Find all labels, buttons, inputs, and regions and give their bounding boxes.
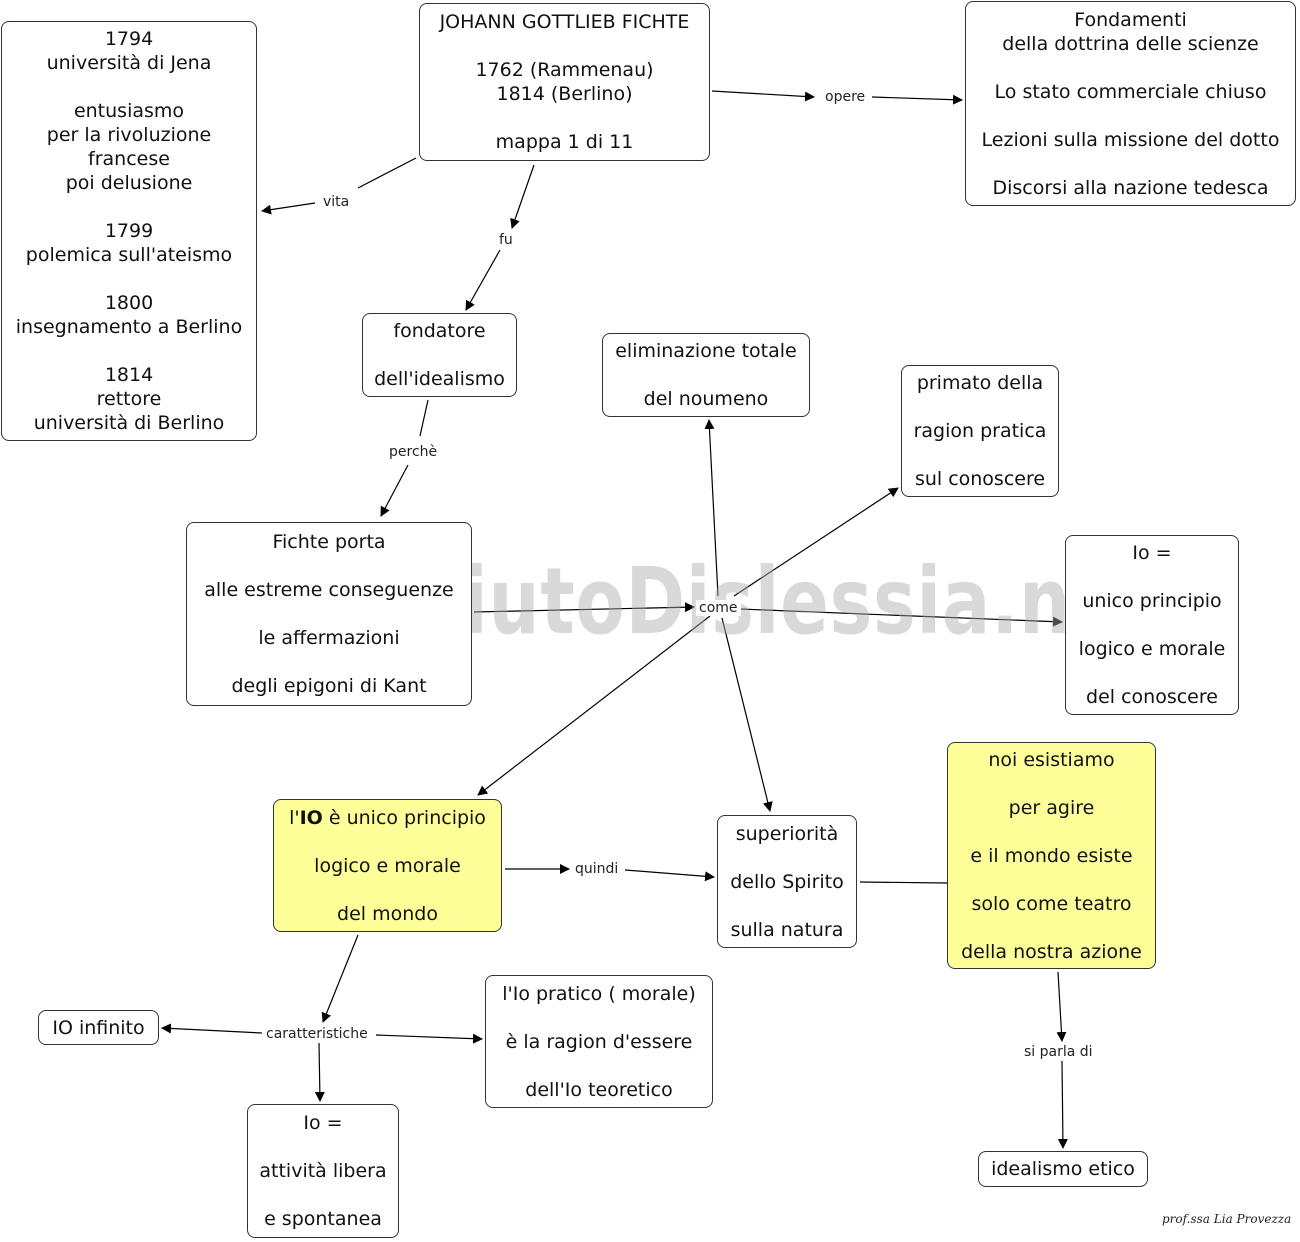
edge-come-eliminazione: [704, 419, 719, 597]
io-mondo-prefix: l': [289, 806, 300, 829]
io-mondo-rest: è unico principio logico e morale del mo…: [314, 806, 486, 925]
edge-fichte-vita-b: [261, 202, 316, 215]
node-noi-esistiamo[interactable]: noi esistiamo per agire e il mondo esist…: [947, 742, 1156, 969]
edge-caratteristiche-ioattivita: [314, 1042, 325, 1102]
node-io-attivita[interactable]: Io = attività libera e spontanea: [247, 1104, 399, 1238]
edge-fondatore-estreme-a: [419, 399, 429, 437]
edge-fichte-fondatore-b: [465, 249, 501, 311]
edge-siparla-idealismo: [1057, 1060, 1068, 1149]
node-fichte-text: JOHANN GOTTLIEB FICHTE 1762 (Rammenau) 1…: [439, 11, 690, 153]
node-io-pratico[interactable]: l'Io pratico ( morale) è la ragion d'ess…: [485, 975, 713, 1108]
edge-iomondo-caratteristiche: [321, 934, 359, 1023]
edge-fichte-vita-a: [357, 157, 417, 189]
node-idealismo-etico-text: idealismo etico: [991, 1158, 1135, 1180]
link-label-come: come: [696, 600, 741, 616]
node-idealismo-etico[interactable]: idealismo etico: [978, 1151, 1148, 1187]
node-io-infinito-text: IO infinito: [52, 1016, 145, 1039]
node-opere[interactable]: Fondamenti della dottrina delle scienze …: [965, 1, 1296, 206]
node-fichte[interactable]: JOHANN GOTTLIEB FICHTE 1762 (Rammenau) 1…: [419, 3, 710, 161]
edge-come-superiorita: [721, 617, 773, 812]
link-label-fu: fu: [496, 232, 516, 248]
edge-come-io-unico: [739, 608, 1063, 627]
node-eliminazione[interactable]: eliminazione totale del noumeno: [602, 333, 810, 417]
edge-caratteristiche-iopratico: [375, 1033, 483, 1044]
edge-fichte-fondatore-a: [510, 164, 535, 229]
node-io-unico[interactable]: Io = unico principio logico e morale del…: [1065, 535, 1239, 715]
node-io-mondo[interactable]: l'IO è unico principio logico e morale d…: [273, 799, 502, 932]
link-label-perche: perchè: [386, 444, 441, 460]
edge-caratteristiche-ioinfinito: [161, 1023, 263, 1034]
node-vita-text: 1794 università di Jena entusiasmo per l…: [15, 28, 243, 434]
node-noi-esistiamo-text: noi esistiamo per agire e il mondo esist…: [961, 748, 1142, 963]
link-label-si-parla-di: si parla di: [1021, 1044, 1096, 1060]
edge-fichte-opere-a: [711, 90, 815, 102]
node-superiorita[interactable]: superiorità dello Spirito sulla natura: [717, 815, 857, 948]
node-primato[interactable]: primato della ragion pratica sul conosce…: [901, 365, 1059, 497]
edge-fichte-opere-b: [871, 94, 963, 105]
node-io-attivita-text: Io = attività libera e spontanea: [259, 1112, 387, 1230]
node-opere-text: Fondamenti della dottrina delle scienze …: [981, 8, 1280, 199]
edge-come-io-mondo: [477, 615, 711, 796]
node-estreme-text: Fichte porta alle estreme conseguenze le…: [204, 531, 454, 697]
node-io-infinito[interactable]: IO infinito: [38, 1010, 159, 1045]
node-io-pratico-text: l'Io pratico ( morale) è la ragion d'ess…: [502, 982, 696, 1101]
node-estreme[interactable]: Fichte porta alle estreme conseguenze le…: [186, 522, 472, 706]
link-label-caratteristiche: caratteristiche: [263, 1026, 371, 1042]
link-label-quindi: quindi: [572, 861, 622, 877]
node-io-unico-text: Io = unico principio logico e morale del…: [1078, 542, 1226, 708]
link-label-vita: vita: [320, 194, 353, 210]
edge-superiorita-noi: [859, 881, 948, 884]
edge-fondatore-estreme-b: [380, 464, 409, 517]
node-eliminazione-text: eliminazione totale del noumeno: [615, 340, 797, 410]
edge-estreme-come: [473, 602, 695, 613]
edge-come-primato: [733, 487, 899, 597]
node-fondatore-text: fondatore dell'idealismo: [374, 320, 505, 390]
author-signature: prof.ssa Lia Provezza: [1162, 1212, 1292, 1226]
edge-noi-siparla: [1056, 971, 1067, 1042]
node-primato-text: primato della ragion pratica sul conosce…: [913, 372, 1047, 490]
link-label-opere: opere: [822, 89, 869, 105]
node-vita[interactable]: 1794 università di Jena entusiasmo per l…: [1, 21, 257, 441]
node-io-mondo-text: l'IO è unico principio logico e morale d…: [289, 806, 486, 926]
edge-quindi-superiorita: [624, 869, 715, 882]
node-superiorita-text: superiorità dello Spirito sulla natura: [730, 822, 844, 941]
node-fondatore[interactable]: fondatore dell'idealismo: [362, 313, 517, 397]
io-mondo-bold: IO: [299, 806, 323, 829]
